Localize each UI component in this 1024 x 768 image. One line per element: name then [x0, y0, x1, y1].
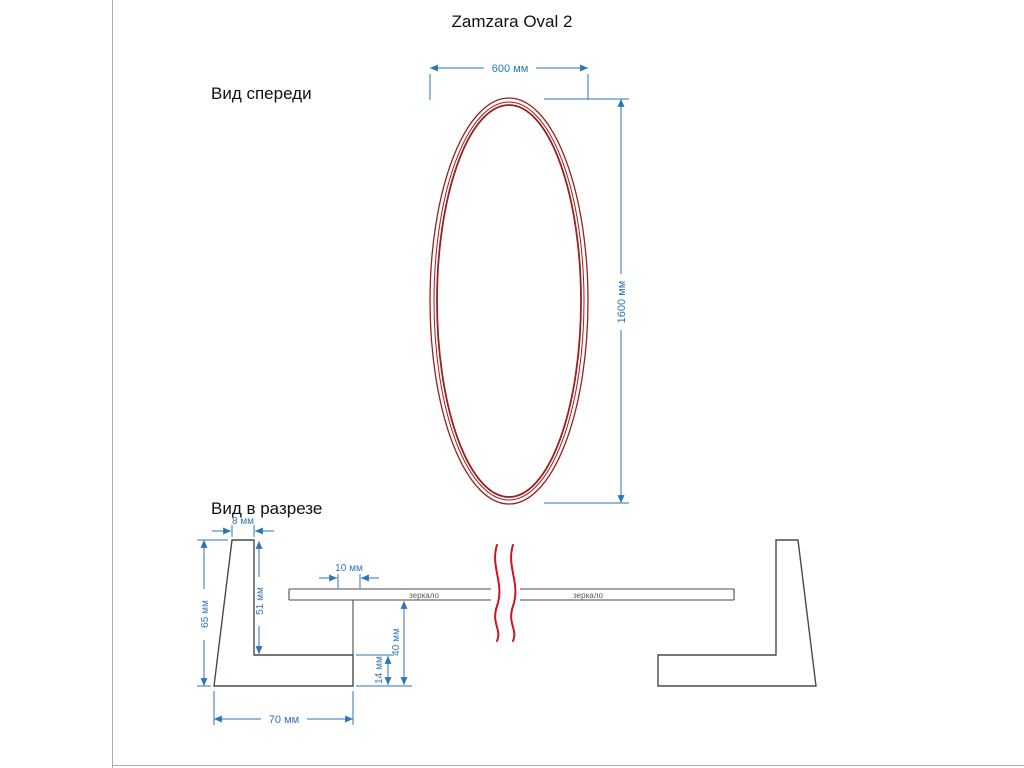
dim-label-inner-depth: 51 мм	[255, 587, 266, 615]
front-view: Вид спереди 600 мм 1600 мм	[211, 63, 629, 505]
dim-inner-depth: 51 мм	[255, 541, 266, 654]
left-frame-profile	[213, 539, 354, 687]
dim-back-depth: 40 мм	[356, 601, 412, 687]
dim-label-mirror-inset: 10 мм	[335, 563, 363, 574]
dim-frame-width: 70 мм	[213, 691, 354, 726]
mirror-label-left: зеркало	[409, 591, 439, 600]
dim-mirror-inset: 10 мм	[319, 563, 379, 588]
section-view: Вид в разрезе зеркало зеркало 8 мм	[197, 499, 817, 726]
dim-label-frame-width: 70 мм	[269, 714, 299, 726]
dim-flange-thickness: 14 мм	[356, 654, 394, 685]
dim-label-oval-height: 1600 мм	[616, 281, 628, 324]
dim-frame-height: 65 мм	[197, 539, 228, 687]
dim-oval-height: 1600 мм	[544, 98, 629, 504]
dim-label-flange-thickness: 14 мм	[374, 656, 385, 684]
break-squiggle-right	[510, 544, 517, 642]
right-frame-profile	[657, 539, 817, 687]
dim-lip-width: 8 мм	[212, 516, 274, 537]
section-view-label: Вид в разрезе	[211, 499, 322, 518]
oval-mirror-outline	[429, 97, 589, 505]
dim-label-frame-height: 65 мм	[200, 600, 211, 628]
break-squiggle-left	[494, 544, 501, 642]
dim-oval-width: 600 мм	[429, 63, 589, 100]
dim-label-back-depth: 40 мм	[391, 628, 402, 656]
dim-label-oval-width: 600 мм	[492, 63, 529, 75]
oval-middle-ellipse	[433, 101, 585, 501]
dim-label-lip-width: 8 мм	[232, 516, 254, 527]
oval-inner-ellipse	[436, 104, 582, 498]
mirror-plate: зеркало зеркало	[288, 588, 735, 601]
oval-outer-ellipse	[429, 97, 589, 505]
front-view-label: Вид спереди	[211, 84, 312, 103]
page-title: Zamzara Oval 2	[452, 12, 573, 31]
mirror-label-right: зеркало	[573, 591, 603, 600]
